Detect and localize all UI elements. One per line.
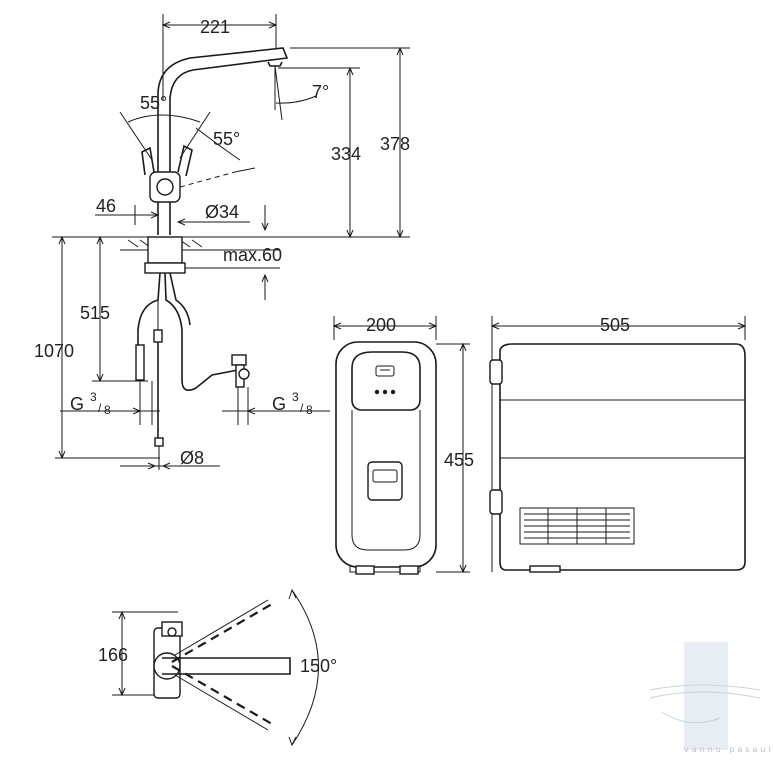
label-thread-num-right: 3	[292, 390, 299, 404]
filter-display-icon	[375, 365, 395, 377]
dim-hose-length: 1070	[34, 341, 74, 361]
dim-spout-reach: 221	[200, 17, 230, 37]
dim-max-counter: max.60	[223, 245, 282, 265]
watermark-text: vannu pasaule	[684, 745, 774, 754]
dim-chiller-depth: 505	[600, 315, 630, 335]
dim-mount-diameter: Ø34	[205, 202, 239, 222]
dim-outlet-height: 334	[331, 144, 361, 164]
label-thread-frac-left: /	[98, 401, 102, 415]
dim-pipe-diameter: Ø8	[180, 448, 204, 468]
label-thread-num-left: 3	[90, 390, 97, 404]
dim-below-counter: 515	[80, 303, 110, 323]
dim-chiller-width: 200	[366, 315, 396, 335]
dim-spout-angle: 7°	[312, 82, 329, 102]
label-thread-den-left: 8	[104, 403, 111, 417]
dim-total-height: 378	[380, 134, 410, 154]
three-dot-icon	[374, 389, 396, 395]
label-thread-frac-right: /	[300, 401, 304, 415]
dim-swivel-angle-b: 55°	[213, 129, 240, 149]
dim-body-offset: 46	[96, 196, 116, 216]
label-thread-den-right: 8	[306, 403, 313, 417]
label-connection-right: G	[272, 394, 286, 414]
label-connection-left: G	[70, 394, 84, 414]
chiller-vent-grille	[519, 507, 635, 545]
dim-handle-depth: 166	[98, 645, 128, 665]
chiller-front-view: 200 455	[332, 315, 474, 575]
dim-swivel-angle-a: 55°	[140, 93, 167, 113]
faucet-side-view: 221 7° 55° 55° 334 378	[34, 14, 410, 470]
faucet-top-view: 166 150°	[98, 588, 337, 747]
dim-rotation-angle: 150°	[300, 656, 337, 676]
watermark-logo: vannu pasaule	[649, 642, 774, 754]
dim-chiller-height: 455	[444, 450, 474, 470]
chiller-side-view: 505	[489, 315, 747, 573]
